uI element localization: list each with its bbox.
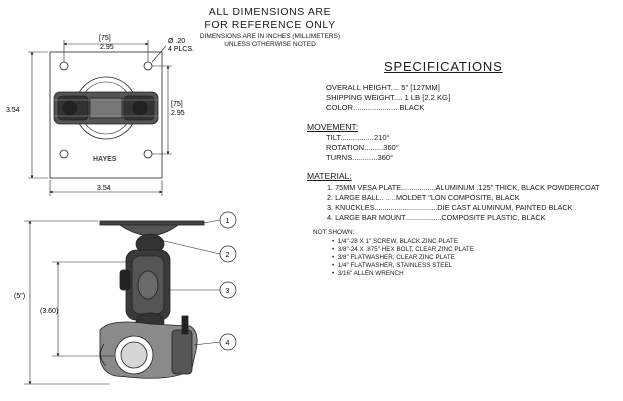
- left-height-value: 3.54: [6, 107, 20, 114]
- callout-1: [219, 211, 237, 229]
- callout-2: [219, 245, 237, 263]
- material-item-3: 3. KNUCKLES.............................…: [327, 203, 573, 212]
- side-view: [99, 220, 205, 379]
- vesa-plate-outline: [49, 51, 163, 179]
- material-title: MATERIAL:: [307, 171, 352, 181]
- hole-diameter: Ø .20: [168, 38, 185, 45]
- movement-title: MOVEMENT:: [307, 122, 359, 132]
- units-note: DIMENSIONS ARE IN INCHES (MILLIMETERS): [199, 33, 341, 40]
- movement-turns: TURNS............360°: [326, 153, 394, 162]
- left-height-dimension: [28, 51, 48, 179]
- right-height-mm: [75]: [171, 101, 183, 108]
- spec-overall-height: OVERALL HEIGHT.... 5" [127MM]: [326, 83, 440, 92]
- not-shown-item: • 3/16" ALLEN WRENCH: [332, 270, 404, 277]
- top-view: [49, 51, 163, 179]
- callout-4: [219, 333, 237, 351]
- bottom-width-dimension: [49, 180, 163, 196]
- callout-label-3: 3: [226, 288, 230, 295]
- overall-height-dimension: [24, 220, 110, 385]
- hayes-logo: HAYES: [93, 156, 117, 163]
- callout-3: [219, 281, 237, 299]
- units-note-2: UNLESS OTHERWISE NOTED: [224, 41, 316, 48]
- not-shown-item: • 3/8" FLATWASHER, CLEAR ZINC PLATE: [332, 254, 455, 261]
- material-item-2: 2. LARGE BALL.. .. ..MOLDET "LON COMPOSI…: [327, 193, 520, 202]
- material-item-4: 4. LARGE BAR MOUNT..................COMP…: [327, 213, 546, 222]
- specifications-title: SPECIFICATIONS: [384, 59, 503, 74]
- spec-color: COLOR..................... BLACK: [326, 103, 425, 112]
- callout-label-4: 4: [226, 340, 230, 347]
- top-width-dimension: [63, 40, 149, 62]
- right-height-in: 2.95: [171, 110, 185, 117]
- callout-bubbles: [219, 211, 237, 351]
- movement-tilt: TILT................210°: [326, 133, 390, 142]
- reference-header-line1: ALL DIMENSIONS ARE: [208, 6, 332, 18]
- bottom-width-value: 3.54: [97, 185, 111, 192]
- reference-header-line2: FOR REFERENCE ONLY: [204, 19, 336, 31]
- right-height-dimension: [152, 65, 172, 155]
- top-width-mm: [75]: [99, 35, 111, 42]
- vesa-plate-side: [99, 220, 205, 226]
- not-shown-item: • 1/4" FLATWASHER, STAINLESS STEEL: [332, 262, 453, 269]
- not-shown-item: • 3/8"-24 X .875" HEX BOLT, CLEAR ZINC P…: [332, 246, 474, 253]
- inner-height-dimension: [52, 261, 132, 357]
- callout-label-2: 2: [226, 252, 230, 259]
- callout-leaders: [159, 219, 221, 346]
- material-item-1: 1. 75MM VESA PLATE.................ALUMI…: [327, 183, 600, 192]
- callout-label-1: 1: [226, 218, 230, 225]
- spec-shipping-weight: SHIPPING WEIGHT.... 1 LB [2.2 KG]: [326, 93, 451, 102]
- movement-rotation: ROTATION.........360°: [326, 143, 399, 152]
- top-width-in: 2.95: [100, 44, 114, 51]
- not-shown-item: • 1/4"-28 X 1" SCREW, BLACK ZINC PLATE: [332, 238, 458, 245]
- not-shown-title: NOT SHOWN:: [313, 229, 355, 236]
- overall-height-value: (5"): [14, 293, 25, 300]
- inner-height-value: (3.60): [40, 308, 58, 315]
- hole-count: 4 PLCS.: [168, 46, 194, 53]
